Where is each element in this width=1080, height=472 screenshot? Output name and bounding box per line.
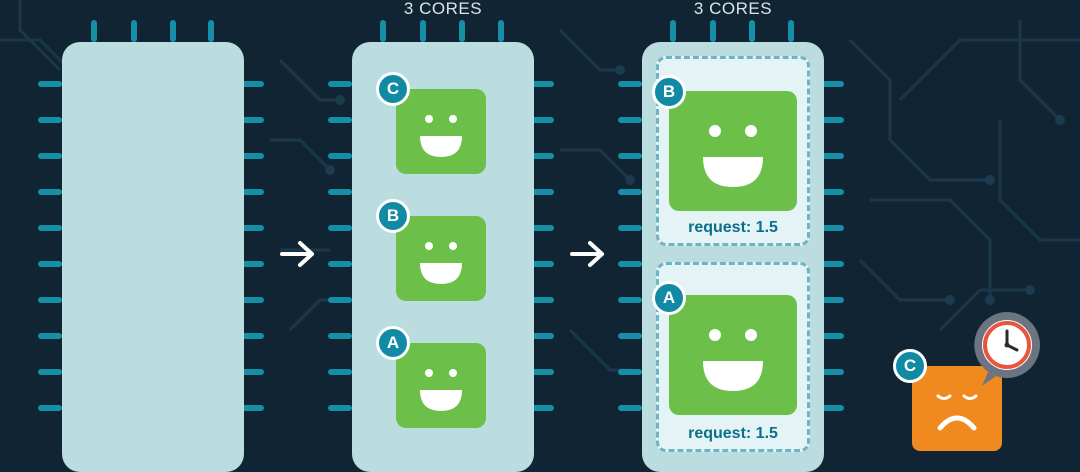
happy-face-icon [420,369,462,411]
pod-b-happy-large [669,91,797,211]
pod-b-badge: B [376,199,410,233]
slot-b-request: request: 1.5 [688,219,778,236]
happy-face-icon [703,329,763,391]
pod-a-happy-large [669,295,797,415]
slot-b: request: 1.5 [656,56,810,246]
arrow-right-icon [570,241,604,267]
pod-c-badge: C [376,72,410,106]
empty-node-chip [62,42,244,472]
pod-c-pending-badge: C [893,349,927,383]
happy-face-icon [703,125,763,187]
pod-a-happy [396,343,486,428]
arrow-right-icon [280,241,314,267]
sad-face-icon [936,394,978,431]
pod-a-badge-right: A [652,281,686,315]
clock-icon [974,312,1040,386]
happy-face-icon [420,242,462,284]
happy-face-icon [420,115,462,157]
circuit-background [0,0,1080,372]
slot-a-request: request: 1.5 [688,425,778,442]
pod-c-happy [396,89,486,174]
pod-a-badge: A [376,326,410,360]
middle-cores-label: 3 CORES [403,0,483,18]
pod-b-badge-right: B [652,75,686,109]
pod-b-happy [396,216,486,301]
right-cores-label: 3 CORES [693,0,773,18]
